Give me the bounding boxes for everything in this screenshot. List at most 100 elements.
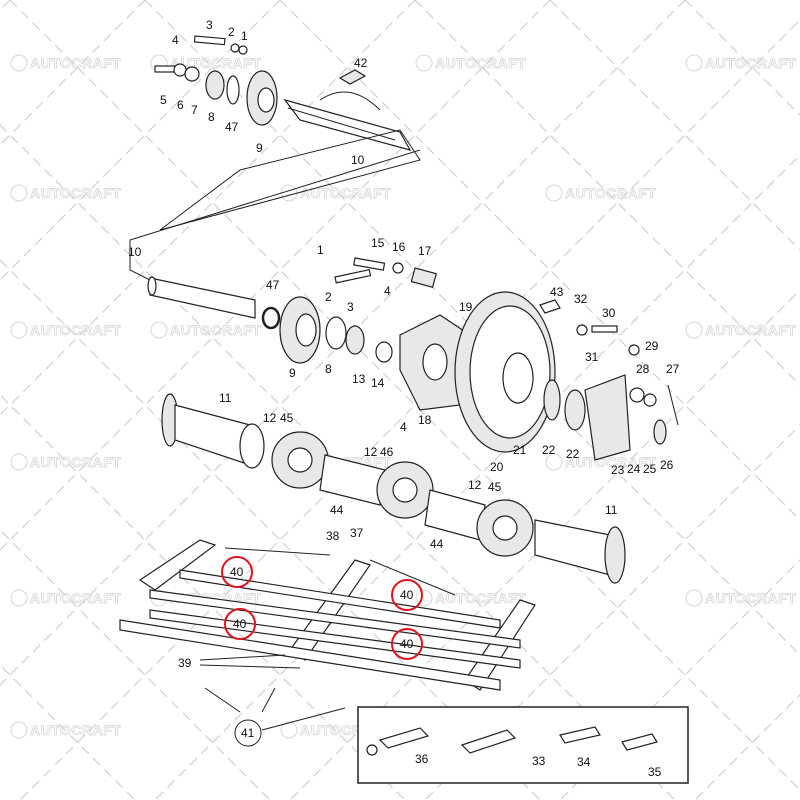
watermark-text: AUTOCRAFT xyxy=(170,322,261,338)
part-label: 27 xyxy=(666,362,680,376)
grid-line xyxy=(289,289,800,800)
part-label: 45 xyxy=(280,411,294,425)
part-label: 34 xyxy=(577,755,591,769)
part-label: 25 xyxy=(643,462,657,476)
watermark-logo-icon xyxy=(10,54,28,72)
part-label: 47 xyxy=(225,120,239,134)
watermark-text: AUTOCRAFT xyxy=(565,454,656,470)
highlight-circle xyxy=(391,628,423,660)
grid-line xyxy=(694,694,800,800)
part-label: 5 xyxy=(160,93,167,107)
part-label: 1 xyxy=(241,29,248,43)
part-label: 44 xyxy=(330,503,344,517)
grid-line xyxy=(0,664,136,800)
watermark-text: AUTOCRAFT xyxy=(565,185,656,201)
part-label: 32 xyxy=(574,292,588,306)
watermark-logo-icon xyxy=(280,184,298,202)
grid-line xyxy=(9,0,800,791)
chain-link-inset xyxy=(357,706,689,784)
part-label: 19 xyxy=(459,300,473,314)
callout-circle xyxy=(234,719,262,747)
part-label: 38 xyxy=(326,529,340,543)
watermark-logo-icon xyxy=(545,453,563,471)
watermark-text: AUTOCRAFT xyxy=(30,722,121,738)
part-label: 2 xyxy=(325,290,332,304)
part-label: 12 xyxy=(263,411,277,425)
highlight-circle xyxy=(221,556,253,588)
part-label: 3 xyxy=(347,300,354,314)
grid-line xyxy=(279,0,800,521)
watermark-logo-icon xyxy=(10,321,28,339)
part-label: 44 xyxy=(430,537,444,551)
grid-line xyxy=(0,0,551,551)
part-label: 46 xyxy=(380,445,394,459)
part-label: 37 xyxy=(350,526,364,540)
part-label: 18 xyxy=(418,413,432,427)
watermark-logo-icon xyxy=(150,321,168,339)
watermark-logo-icon xyxy=(685,54,703,72)
watermark-text: AUTOCRAFT xyxy=(30,185,121,201)
watermark-text: AUTOCRAFT xyxy=(705,55,796,71)
watermarks: AUTOCRAFT AUTOCRAFT AUTOCRAFT AUTOCRAFT AUTO… xyxy=(10,54,796,739)
watermark-logo-icon xyxy=(10,453,28,471)
watermark-text: AUTOCRAFT xyxy=(705,590,796,606)
grid-line xyxy=(0,0,686,686)
watermark-logo-icon xyxy=(545,184,563,202)
top-hub-assembly xyxy=(154,35,421,231)
watermark-logo-icon xyxy=(280,721,298,739)
part-label: 4 xyxy=(400,420,407,434)
part-label: 22 xyxy=(566,447,580,461)
watermark-text: AUTOCRAFT xyxy=(30,55,121,71)
watermark-logo-icon xyxy=(415,54,433,72)
part-label: 17 xyxy=(418,244,432,258)
part-label: 42 xyxy=(354,56,368,70)
part-label: 26 xyxy=(660,458,674,472)
part-label: 12 xyxy=(468,478,482,492)
part-label: 1 xyxy=(317,243,324,257)
part-label: 31 xyxy=(585,350,599,364)
part-label: 16 xyxy=(392,240,406,254)
part-label: 43 xyxy=(550,285,564,299)
part-label: 33 xyxy=(532,754,546,768)
part-label: 11 xyxy=(219,391,232,405)
part-label: 10 xyxy=(128,245,142,259)
grid-line xyxy=(0,259,541,800)
part-label: 8 xyxy=(325,362,332,376)
part-label: 39 xyxy=(178,656,192,670)
part-label: 10 xyxy=(351,153,365,167)
part-label: 29 xyxy=(645,339,659,353)
part-label: 40 xyxy=(400,637,414,651)
highlighted-part-40-callouts: 40 40 40 40 xyxy=(221,556,423,660)
part-label: 40 xyxy=(233,617,247,631)
part-number-labels: 3 2 1 4 42 5 6 7 8 47 9 10 10 1 15 16 17… xyxy=(128,18,680,779)
grid-line xyxy=(684,0,800,116)
middle-drive-assembly xyxy=(129,149,679,584)
part-label: 15 xyxy=(371,236,385,250)
watermark-logo-icon xyxy=(685,589,703,607)
part-label: 7 xyxy=(191,103,198,117)
part-label: 4 xyxy=(384,284,391,298)
watermark-logo-icon xyxy=(10,589,28,607)
part-label: 14 xyxy=(371,376,385,390)
part-label: 24 xyxy=(627,462,641,476)
grid-line xyxy=(0,0,416,416)
part-label: 35 xyxy=(648,765,662,779)
part-label: 13 xyxy=(352,372,366,386)
part-label: 36 xyxy=(415,752,429,766)
part-label: 2 xyxy=(228,25,235,39)
part-label: 28 xyxy=(636,362,650,376)
watermark-text: AUTOCRAFT xyxy=(705,322,796,338)
watermark-text: AUTOCRAFT xyxy=(300,185,391,201)
watermark-logo-icon xyxy=(415,589,433,607)
watermark-logo-icon xyxy=(10,184,28,202)
grid-line xyxy=(0,124,676,800)
part-label: 21 xyxy=(513,443,527,457)
part-label: 22 xyxy=(542,443,556,457)
part-label: 40 xyxy=(230,565,244,579)
grid-line xyxy=(0,394,406,800)
watermark-text: AUTOCRAFT xyxy=(435,55,526,71)
part-label: 9 xyxy=(256,141,263,155)
part-label: 4 xyxy=(172,33,179,47)
